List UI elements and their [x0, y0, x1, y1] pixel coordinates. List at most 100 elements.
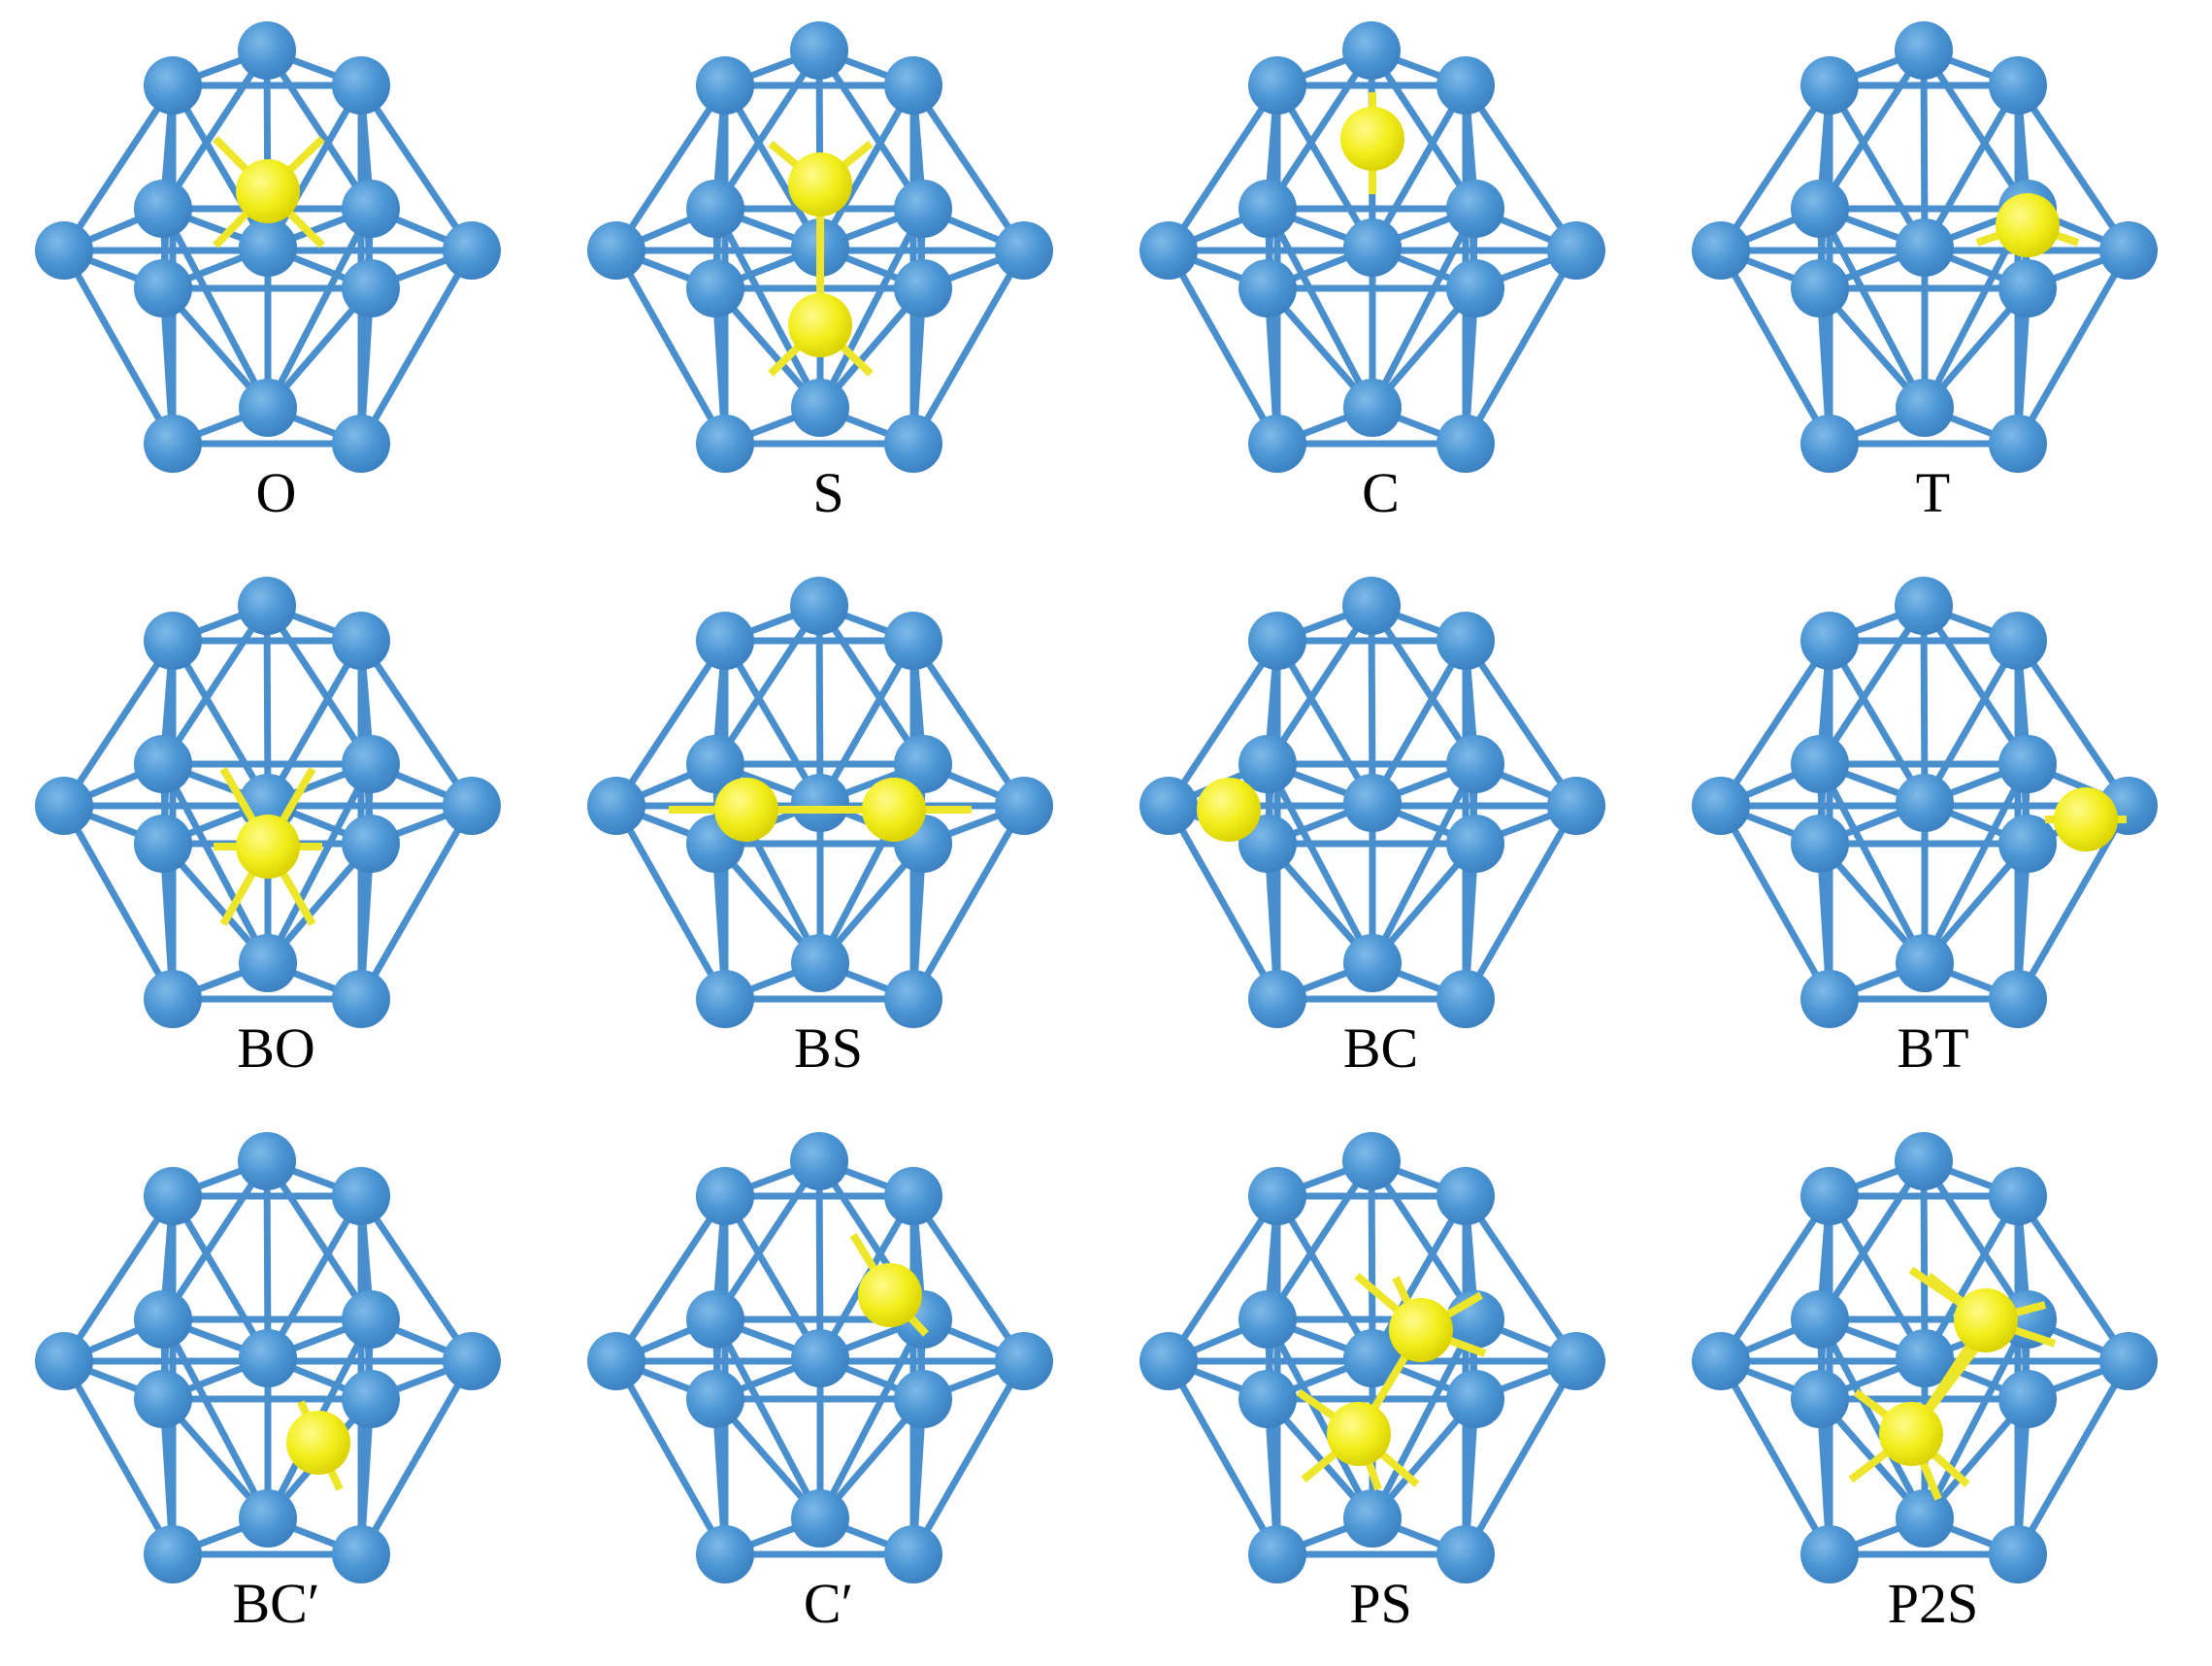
host-bond: [2014, 82, 2132, 254]
host-atom: [1989, 1525, 2047, 1583]
host-atom: [1436, 1525, 1495, 1583]
host-bond: [1369, 637, 1469, 807]
host-atom: [791, 1329, 849, 1387]
defect-atom: [714, 778, 778, 842]
host-bond: [1165, 802, 1281, 1003]
host-bond: [1826, 82, 1929, 251]
host-bond: [1921, 760, 2031, 967]
host-atom: [1998, 815, 2057, 873]
host-atom: [1547, 777, 1605, 835]
host-atom: [696, 1525, 754, 1583]
crystal-structure-p2s: [1692, 1132, 2158, 1583]
host-bond: [815, 602, 927, 768]
host-atom: [791, 1489, 849, 1548]
host-bond: [1920, 47, 2031, 213]
host-atom: [342, 815, 400, 873]
host-bond: [711, 47, 823, 213]
host-atom: [1446, 259, 1504, 317]
host-atom: [1998, 259, 2057, 317]
host-atom: [1446, 180, 1504, 238]
host-bond: [1368, 47, 1479, 213]
host-bond: [60, 1192, 177, 1365]
host-bond: [169, 82, 272, 251]
panel-bt: BT: [1657, 555, 2209, 1111]
host-atom: [332, 1167, 390, 1225]
host-bond: [60, 247, 177, 448]
host-bond: [1462, 1192, 1580, 1365]
panel-label-s: S: [812, 461, 844, 524]
host-atom: [884, 612, 942, 670]
host-atom: [884, 415, 942, 473]
host-atom: [1238, 735, 1297, 793]
host-atom: [686, 259, 744, 317]
host-bond: [1273, 637, 1376, 807]
host-bond: [1717, 82, 1833, 254]
crystal-structure-s: [587, 21, 1053, 473]
defect-atom: [236, 815, 300, 879]
host-atom: [238, 1132, 296, 1190]
host-bond: [1816, 47, 1928, 213]
host-atom: [1998, 735, 2057, 793]
host-atom: [342, 1290, 400, 1349]
host-atom: [443, 221, 501, 280]
host-atom: [144, 612, 202, 670]
host-atom: [332, 970, 390, 1028]
host-atom: [35, 777, 93, 835]
host-atom: [1692, 221, 1750, 280]
host-atom: [1800, 56, 1859, 115]
host-bond: [1717, 637, 1833, 810]
host-bond: [1816, 602, 1928, 768]
host-atom: [2099, 1332, 2158, 1390]
host-atom: [995, 777, 1053, 835]
host-bond: [1462, 82, 1580, 254]
panel-c-prime: C′: [552, 1111, 1105, 1666]
host-bond: [264, 205, 375, 412]
host-atom: [134, 1370, 192, 1428]
host-atom: [696, 415, 754, 473]
host-atom: [1342, 21, 1401, 80]
host-atom: [1692, 777, 1750, 835]
host-bond: [816, 637, 917, 807]
host-bond: [1165, 1357, 1281, 1558]
defect-atom: [1879, 1402, 1943, 1466]
host-bond: [1264, 1316, 1376, 1522]
host-atom: [894, 1370, 952, 1428]
host-bond: [1264, 47, 1375, 213]
host-atom: [1800, 1167, 1859, 1225]
host-atom: [1436, 612, 1495, 670]
panel-label-bt: BT: [1897, 1016, 1969, 1080]
host-atom: [134, 259, 192, 317]
host-bond: [612, 82, 729, 254]
host-atom: [1800, 612, 1859, 670]
host-atom: [1989, 612, 2047, 670]
host-bond: [1264, 1157, 1375, 1323]
host-atom: [1896, 379, 1954, 437]
host-atom: [1446, 1370, 1504, 1428]
host-bond: [612, 802, 729, 1003]
host-atom: [696, 1167, 754, 1225]
host-atom: [1791, 735, 1849, 793]
host-bond: [909, 1192, 1028, 1365]
host-bond: [909, 247, 1028, 448]
host-atom: [1342, 577, 1401, 635]
host-bond: [264, 82, 365, 251]
host-bond: [815, 1157, 824, 1362]
host-bond: [816, 205, 927, 412]
host-atom: [342, 180, 400, 238]
host-atom: [696, 970, 754, 1028]
host-bond: [815, 47, 927, 213]
panel-bs: BS: [552, 555, 1105, 1111]
host-bond: [1165, 637, 1281, 810]
host-atom: [144, 56, 202, 115]
host-atom: [791, 934, 849, 992]
panel-label-bo: BO: [237, 1016, 315, 1080]
host-bond: [1920, 1157, 2031, 1323]
host-atom: [1238, 1370, 1297, 1428]
host-bond: [357, 1192, 476, 1365]
panel-label-bc-prime: BC′: [232, 1572, 320, 1635]
host-bond: [263, 1157, 272, 1362]
host-bond: [1264, 205, 1376, 412]
host-bond: [357, 637, 476, 810]
host-atom: [144, 415, 202, 473]
